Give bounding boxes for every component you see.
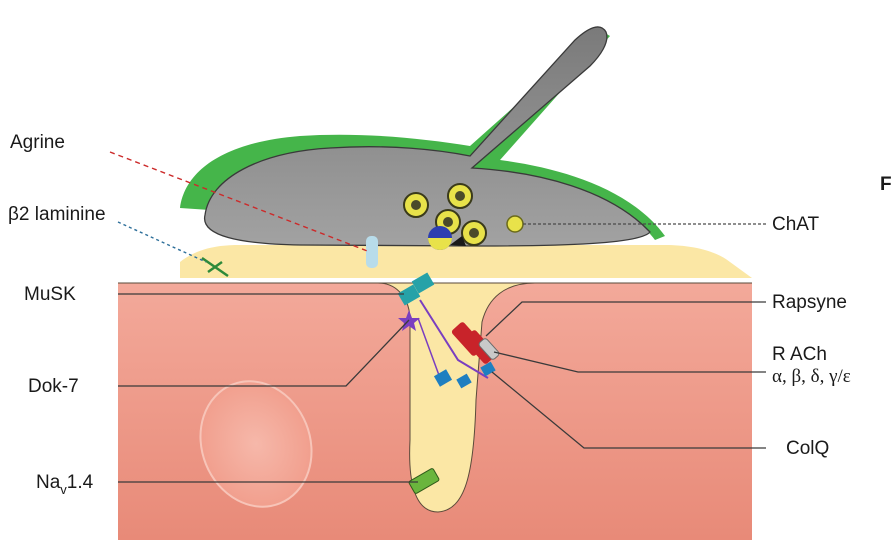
label-dok7: Dok-7 [28, 376, 79, 397]
label-nav-tail: 1.4 [67, 472, 94, 493]
agrine-molecule [366, 236, 378, 268]
label-chat: ChAT [772, 214, 820, 235]
label-nav: Nav1.4 [36, 472, 94, 497]
label-rach-subunits: α, β, δ, γ/ε [772, 366, 851, 387]
label-nav-main: Na [36, 472, 61, 493]
label-colq: ColQ [786, 438, 829, 459]
synaptic-cleft [180, 245, 752, 278]
label-agrine: Agrine [10, 132, 65, 153]
label-laminine: β2 laminine [8, 204, 106, 225]
label-musk: MuSK [24, 284, 76, 305]
edge-letter: F [880, 174, 892, 195]
nerve-terminal [205, 27, 650, 246]
label-rach: R ACh [772, 344, 827, 365]
chat-enzyme [507, 216, 523, 232]
label-rapsyne: Rapsyne [772, 292, 847, 313]
